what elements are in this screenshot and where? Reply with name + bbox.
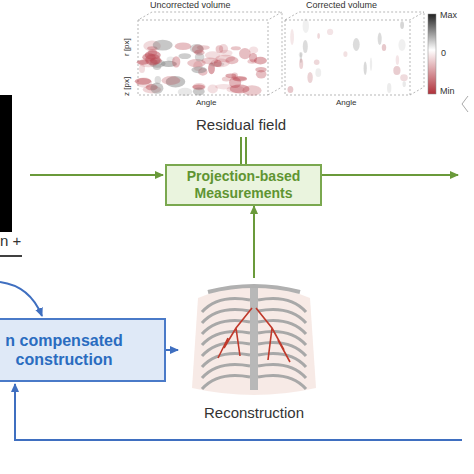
- flow-arrow: [166, 349, 178, 351]
- residual-blob: [225, 57, 238, 65]
- rib: [202, 376, 250, 390]
- residual-blob: [242, 85, 261, 95]
- residual-blob: [387, 83, 391, 93]
- residual-blob: [195, 53, 205, 62]
- residual-blob: [353, 38, 360, 51]
- residual-blob: [172, 56, 180, 67]
- process-box: n compensated construction: [0, 318, 166, 382]
- residual-blob: [382, 44, 386, 51]
- residual-blob: [393, 66, 400, 75]
- residual-blob: [400, 74, 408, 81]
- residual-blob: [191, 66, 206, 73]
- residual-blob: [162, 76, 181, 85]
- link-bar: [245, 137, 247, 164]
- plot-label: Angle: [336, 98, 356, 107]
- residual-blob: [208, 84, 218, 93]
- plot-label: Max: [440, 10, 457, 20]
- plot-label: Uncorrected volume: [150, 0, 231, 10]
- plot-label: r [px]: [122, 38, 131, 56]
- plot-label: z [px]: [122, 77, 131, 96]
- residual-blob: [256, 70, 267, 78]
- spine: [250, 286, 258, 390]
- image-caption: Reconstruction: [204, 404, 304, 422]
- residual-blob: [370, 58, 372, 71]
- rib: [258, 376, 306, 390]
- plot-label: Min: [440, 86, 455, 96]
- residual-blobs: [135, 19, 408, 97]
- plot-label: 0: [441, 48, 446, 58]
- feedback-arrow: [0, 282, 42, 316]
- residual-blob: [400, 21, 404, 29]
- plot-label: Corrected volume: [306, 0, 377, 10]
- residual-blob: [249, 46, 258, 53]
- residual-blob: [303, 40, 308, 53]
- residual-blob: [288, 86, 294, 93]
- link-bar: [240, 137, 242, 164]
- residual-blob: [222, 76, 231, 81]
- residual-blob: [303, 19, 309, 33]
- residual-blob: [178, 53, 191, 59]
- residual-blob: [139, 64, 145, 73]
- residual-blob: [403, 81, 406, 87]
- residual-blob: [150, 58, 162, 64]
- residual-blob: [290, 29, 294, 45]
- residual-blob: [136, 78, 152, 88]
- plot-label: Residual field: [196, 116, 286, 133]
- torso: [192, 286, 316, 395]
- residual-blob: [247, 59, 256, 63]
- cropped-panel: [0, 95, 12, 232]
- residual-blob: [227, 86, 245, 94]
- residual-blob: [364, 61, 367, 74]
- plot-label: Angle: [196, 98, 216, 107]
- residual-blob: [398, 39, 405, 51]
- output-arrow: [322, 174, 458, 176]
- ribcage-illustration: [178, 278, 330, 400]
- colorbar: [428, 14, 436, 94]
- residual-blob: [317, 33, 320, 39]
- flow-arrow: [253, 206, 255, 278]
- residual-blob: [231, 46, 241, 50]
- clavicle: [208, 286, 300, 292]
- plot-label: n +: [0, 232, 21, 249]
- volume-plot: [138, 12, 424, 95]
- box-text: n compensated construction: [0, 331, 134, 369]
- residual-blob: [299, 59, 303, 69]
- input-arrow: [30, 174, 163, 176]
- residual-blob: [175, 43, 191, 51]
- residual-blob: [396, 55, 399, 65]
- residual-blob: [307, 72, 312, 83]
- residual-blob: [314, 60, 320, 65]
- residual-blob: [315, 68, 321, 77]
- residual-blob: [327, 29, 333, 35]
- residual-blob: [155, 76, 161, 84]
- vessels: [218, 308, 290, 362]
- residual-blob: [205, 51, 220, 59]
- residual-blob: [343, 51, 347, 57]
- process-box: Projection-based Measurements: [165, 164, 322, 206]
- box-text: Projection-based Measurements: [167, 168, 320, 202]
- reconstruction-image: Reconstruction: [178, 278, 330, 424]
- residual-blob: [219, 50, 232, 57]
- residual-blob: [193, 83, 206, 90]
- residual-blob: [231, 76, 247, 81]
- residual-blob: [378, 33, 382, 45]
- residual-blob: [153, 40, 173, 51]
- bracket-line: [0, 255, 22, 257]
- residual-blob: [150, 83, 163, 94]
- residual-blob: [178, 88, 193, 96]
- cropped-mark: [462, 96, 468, 112]
